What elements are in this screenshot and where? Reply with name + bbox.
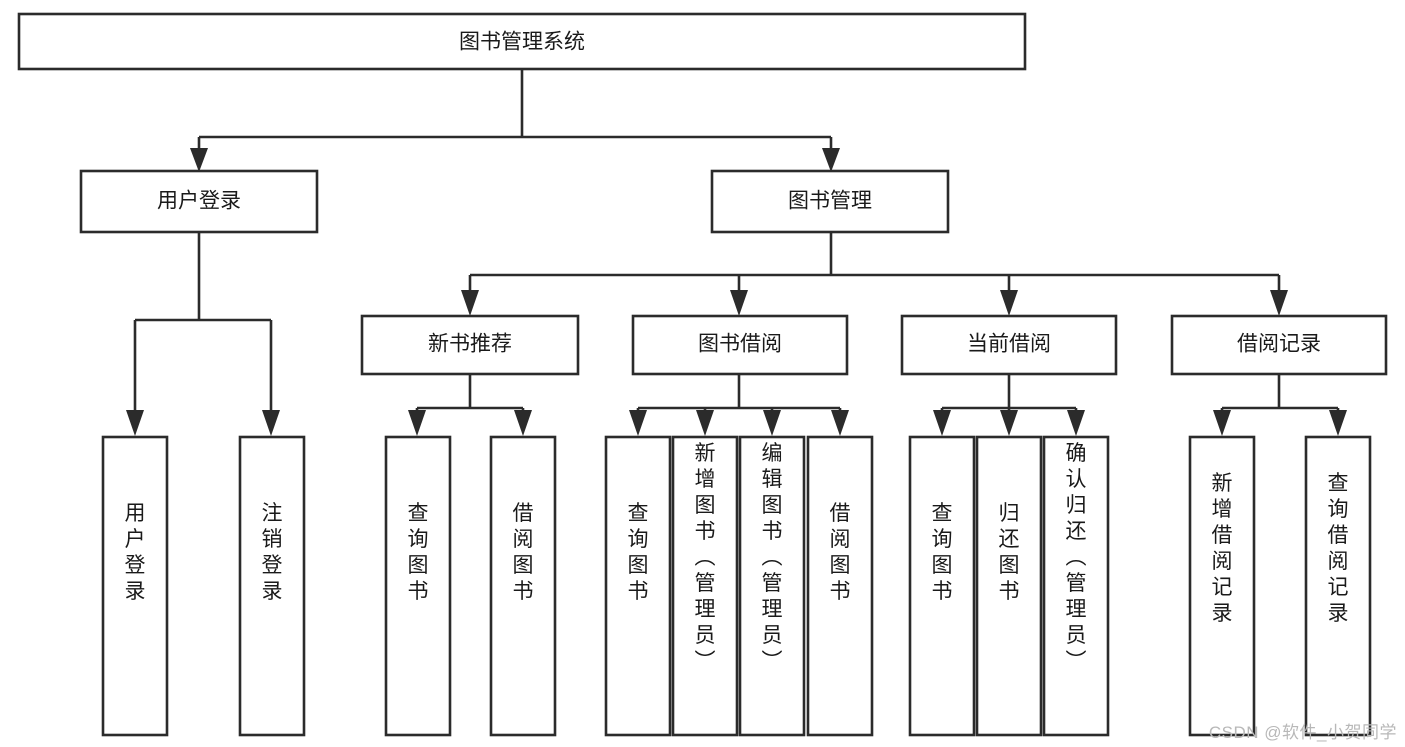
node-book-borrow-box[interactable] [631, 314, 849, 376]
leaf-add-borrow-record[interactable]: 新增借阅记录 [1188, 435, 1256, 737]
csdn-watermark: CSDN @软件_小贺同学 [1208, 723, 1397, 742]
node-new-book-recommend[interactable]: 新书推荐 [360, 314, 580, 376]
leaf-borrow-book-borrow[interactable]: 借阅图书 [806, 435, 874, 737]
leaf-return-book-box[interactable] [975, 435, 1043, 737]
arrow-to-user-login [190, 148, 208, 172]
arrow-to-leaf-borrow-book-b [831, 410, 849, 436]
node-current-borrow-box[interactable] [900, 314, 1118, 376]
arrow-to-book-borrow [730, 290, 748, 316]
leaf-edit-book-admin-label: 编辑图书︵管理员︶ [762, 442, 783, 673]
leaf-edit-book-admin-box[interactable] [738, 435, 806, 737]
node-borrow-record-label: 借阅记录 [1237, 333, 1321, 356]
leaf-add-book-admin-box[interactable] [671, 435, 739, 737]
leaf-borrow-book-borrow-label: 借阅图书 [830, 502, 851, 603]
node-root-system[interactable]: 图书管理系统 [17, 12, 1027, 71]
leaf-query-book-current-label: 查询图书 [932, 502, 953, 603]
leaf-borrow-book-recommend[interactable]: 借阅图书 [489, 435, 557, 737]
leaf-borrow-book-borrow-box[interactable] [806, 435, 874, 737]
leaf-return-book[interactable]: 归还图书 [975, 435, 1043, 737]
leaf-query-book-borrow-label: 查询图书 [628, 502, 649, 603]
leaf-query-borrow-record-box[interactable] [1304, 435, 1372, 737]
leaf-confirm-return-admin[interactable]: 确认归还︵管理员︶ [1042, 435, 1110, 737]
connectors-userlogin-to-leaves [126, 232, 280, 436]
node-book-borrow[interactable]: 图书借阅 [631, 314, 849, 376]
connectors-bookborrow-to-leaves [629, 374, 849, 436]
connectors-newbook-to-leaves [408, 374, 532, 436]
arrow-to-leaf-logout [262, 410, 280, 436]
node-current-borrow[interactable]: 当前借阅 [900, 314, 1118, 376]
node-new-book-recommend-label: 新书推荐 [428, 333, 512, 356]
leaf-return-book-label: 归还图书 [999, 502, 1020, 603]
node-borrow-record-box[interactable] [1170, 314, 1388, 376]
connectors-root-to-level2 [190, 69, 840, 172]
leaf-user-login[interactable]: 用户登录 [101, 435, 169, 737]
node-current-borrow-label: 当前借阅 [967, 333, 1051, 356]
leaf-logout-label: 注销登录 [262, 502, 283, 603]
connectors-currentborrow-to-leaves [933, 374, 1085, 436]
leaf-add-book-admin[interactable]: 新增图书︵管理员︶ [671, 435, 739, 737]
leaf-logout[interactable]: 注销登录 [238, 435, 306, 737]
leaf-edit-book-admin[interactable]: 编辑图书︵管理员︶ [738, 435, 806, 737]
node-book-manage[interactable]: 图书管理 [710, 169, 950, 234]
arrow-to-current-borrow [1000, 290, 1018, 316]
leaf-add-borrow-record-box[interactable] [1188, 435, 1256, 737]
connectors-borrowrecord-to-leaves [1213, 374, 1347, 436]
leaf-query-book-recommend[interactable]: 查询图书 [384, 435, 452, 737]
node-borrow-record[interactable]: 借阅记录 [1170, 314, 1388, 376]
node-root-label: 图书管理系统 [459, 31, 585, 54]
node-root-box[interactable] [17, 12, 1027, 71]
connectors-bookmanage-to-level3 [461, 232, 1288, 316]
node-book-manage-box[interactable] [710, 169, 950, 234]
arrow-to-leaf-query-book-b [629, 410, 647, 436]
leaf-query-borrow-record-label: 查询借阅记录 [1328, 472, 1349, 625]
arrow-to-leaf-user-login [126, 410, 144, 436]
leaf-borrow-book-recommend-box[interactable] [489, 435, 557, 737]
arrow-to-leaf-query-record [1329, 410, 1347, 436]
leaf-query-book-borrow[interactable]: 查询图书 [604, 435, 672, 737]
node-book-manage-label: 图书管理 [788, 190, 872, 213]
leaf-query-book-current[interactable]: 查询图书 [908, 435, 976, 737]
arrow-to-book-manage [822, 148, 840, 172]
arrow-to-new-book-recommend [461, 290, 479, 316]
arrow-to-leaf-return-book [1000, 410, 1018, 436]
arrow-to-leaf-confirm-return [1067, 410, 1085, 436]
leaf-query-book-borrow-box[interactable] [604, 435, 672, 737]
node-new-book-recommend-box[interactable] [360, 314, 580, 376]
arrow-to-leaf-add-record [1213, 410, 1231, 436]
leaf-user-login-label: 用户登录 [125, 502, 146, 603]
leaf-borrow-book-recommend-label: 借阅图书 [513, 502, 534, 603]
arrow-to-leaf-add-book [696, 410, 714, 436]
leaf-query-book-recommend-box[interactable] [384, 435, 452, 737]
arrow-to-leaf-borrow-book-a [514, 410, 532, 436]
leaf-add-book-admin-label: 新增图书︵管理员︶ [695, 442, 716, 673]
node-user-login-box[interactable] [79, 169, 319, 234]
arrow-to-leaf-edit-book [763, 410, 781, 436]
arrow-to-leaf-query-book-c [933, 410, 951, 436]
arrow-to-borrow-record [1270, 290, 1288, 316]
leaf-add-borrow-record-label: 新增借阅记录 [1212, 472, 1233, 625]
node-book-borrow-label: 图书借阅 [698, 333, 782, 356]
leaf-confirm-return-admin-box[interactable] [1042, 435, 1110, 737]
leaf-query-borrow-record[interactable]: 查询借阅记录 [1304, 435, 1372, 737]
leaf-confirm-return-admin-label: 确认归还︵管理员︶ [1066, 442, 1087, 673]
node-user-login-label: 用户登录 [157, 190, 241, 213]
leaf-query-book-recommend-label: 查询图书 [408, 502, 429, 603]
leaf-logout-box[interactable] [238, 435, 306, 737]
node-user-login[interactable]: 用户登录 [79, 169, 319, 234]
arrow-to-leaf-query-book-a [408, 410, 426, 436]
leaf-user-login-box[interactable] [101, 435, 169, 737]
leaf-query-book-current-box[interactable] [908, 435, 976, 737]
